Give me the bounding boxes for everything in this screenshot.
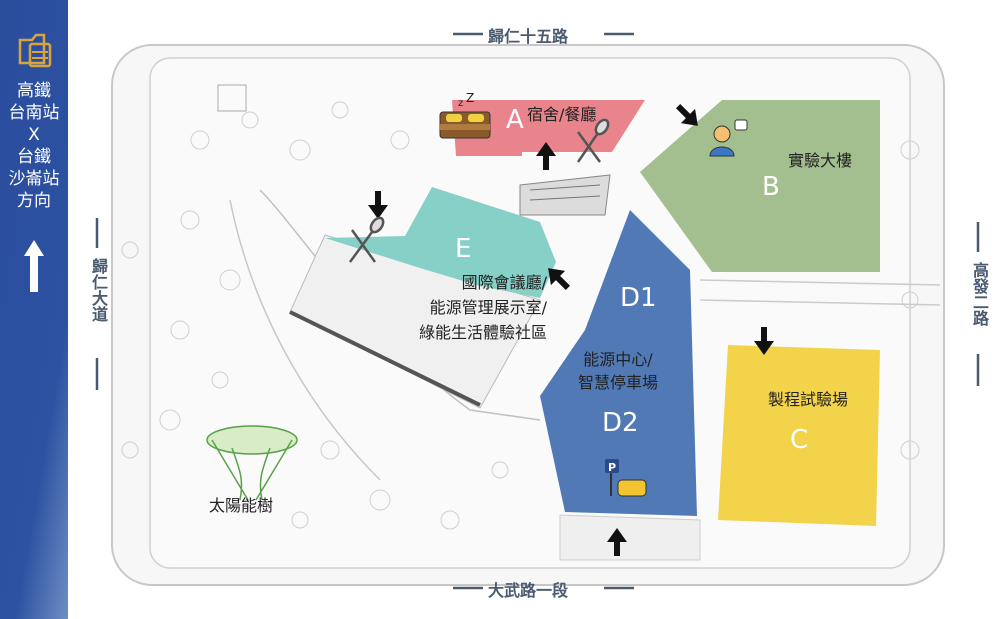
zone-d2-letter: D2: [602, 408, 639, 438]
road-left: 歸仁大道: [87, 258, 108, 328]
central-building: [519, 174, 611, 216]
zone-b: [640, 100, 880, 272]
zone-e: [325, 187, 556, 298]
solar-tree-icon: [206, 425, 298, 501]
zone-b-label: 實驗大樓: [788, 151, 853, 170]
zone-b-letter: B: [762, 172, 780, 202]
zone-e-label-line: 國際會議廳/: [461, 273, 547, 292]
arrow-up-icon: [607, 528, 627, 556]
side-line: 沙崙站: [8, 169, 60, 189]
person-guide-icon: [709, 119, 748, 157]
road-right-label: 高發二路: [970, 262, 989, 326]
road-top: 歸仁十五路: [488, 27, 569, 46]
road-bottom: 大武路一段: [488, 581, 569, 600]
svg-text:P: P: [608, 461, 616, 474]
svg-text:Z: Z: [466, 91, 474, 105]
zone-a-letter: A: [506, 105, 524, 135]
arrow-icons: [368, 103, 774, 556]
side-line: 台鐵: [17, 147, 51, 167]
arrow-up-left-icon: [548, 268, 571, 291]
zone-e-label-line: 能源管理展示室/: [429, 298, 547, 317]
zone-e-label-line: 綠能生活體驗社區: [418, 323, 547, 342]
fork-spoon-icon: [576, 118, 610, 163]
zone-e-label: 國際會議廳/ 能源管理展示室/ 綠能生活體驗社區: [412, 270, 547, 345]
zone-e-letter: E: [455, 234, 472, 264]
zone-d1-letter: D1: [620, 283, 657, 313]
zone-d-label-line: 智慧停車場: [578, 373, 659, 392]
zone-c-label: 製程試驗場: [768, 390, 849, 409]
solar-tree-label: 太陽能樹: [209, 496, 274, 515]
svg-text:z: z: [458, 98, 463, 109]
zone-a-label: 宿舍/餐廳: [527, 105, 597, 124]
arrow-down-icon: [754, 327, 774, 355]
road-label-lines: [95, 32, 980, 590]
train-icon: [18, 33, 52, 68]
arrow-down-icon: [368, 191, 388, 219]
side-line: 台南站: [8, 103, 60, 123]
zone-c-letter: C: [790, 425, 809, 455]
side-line: X: [28, 125, 40, 145]
direction-text: 高鐵 台南站 X 台鐵 沙崙站 方向: [0, 80, 68, 212]
zone-d-label: 能源中心/ 智慧停車場: [578, 348, 658, 394]
zone-a: [452, 100, 645, 156]
side-line: 高鐵: [17, 81, 51, 101]
arrow-down-right-icon: [675, 103, 698, 126]
zone-c: [718, 345, 880, 526]
side-line: 方向: [17, 191, 51, 211]
zone-d: [540, 210, 697, 516]
parking-car-icon: P: [605, 459, 647, 497]
landscape-trees: [121, 101, 920, 530]
road-left-label: 歸仁大道: [89, 258, 108, 322]
zone-d-label-line: 能源中心/: [583, 350, 653, 369]
fork-spoon-icon: [348, 216, 385, 263]
road-right: 高發二路: [968, 262, 989, 332]
direction-sidebar: 高鐵 台南站 X 台鐵 沙崙站 方向: [0, 0, 68, 619]
arrow-up-icon: [536, 142, 556, 170]
